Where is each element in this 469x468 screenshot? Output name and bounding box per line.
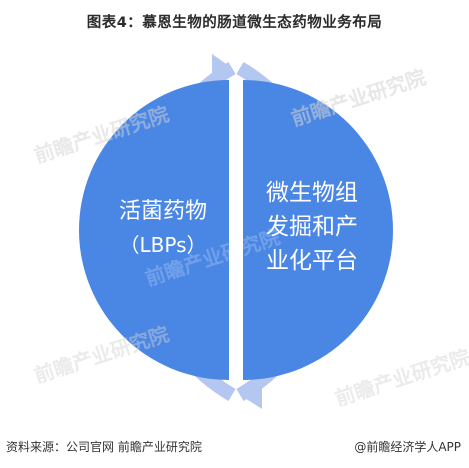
brand-credit: @前瞻经济学人APP xyxy=(354,440,461,454)
figure-title: 图表4：慕恩生物的肠道微生态药物业务布局 xyxy=(86,15,383,31)
left-node-label-line1: 活菌药物 xyxy=(119,199,207,224)
right-node-label-line2: 发掘和产 xyxy=(266,214,358,240)
right-node-label-line1: 微生物组 xyxy=(266,180,358,206)
right-node-shape xyxy=(243,80,393,380)
bottom-arrow-head xyxy=(240,381,262,409)
left-node-label-line2: （LBPs） xyxy=(120,233,207,257)
right-node-label-line3: 业化平台 xyxy=(266,248,358,274)
left-node-shape xyxy=(79,80,229,380)
top-arrow-head xyxy=(212,54,232,82)
source-note: 资料来源：公司官网 前瞻产业研究院 xyxy=(6,440,202,454)
watermark-text-5: 前瞻产业研究院 xyxy=(332,345,469,411)
